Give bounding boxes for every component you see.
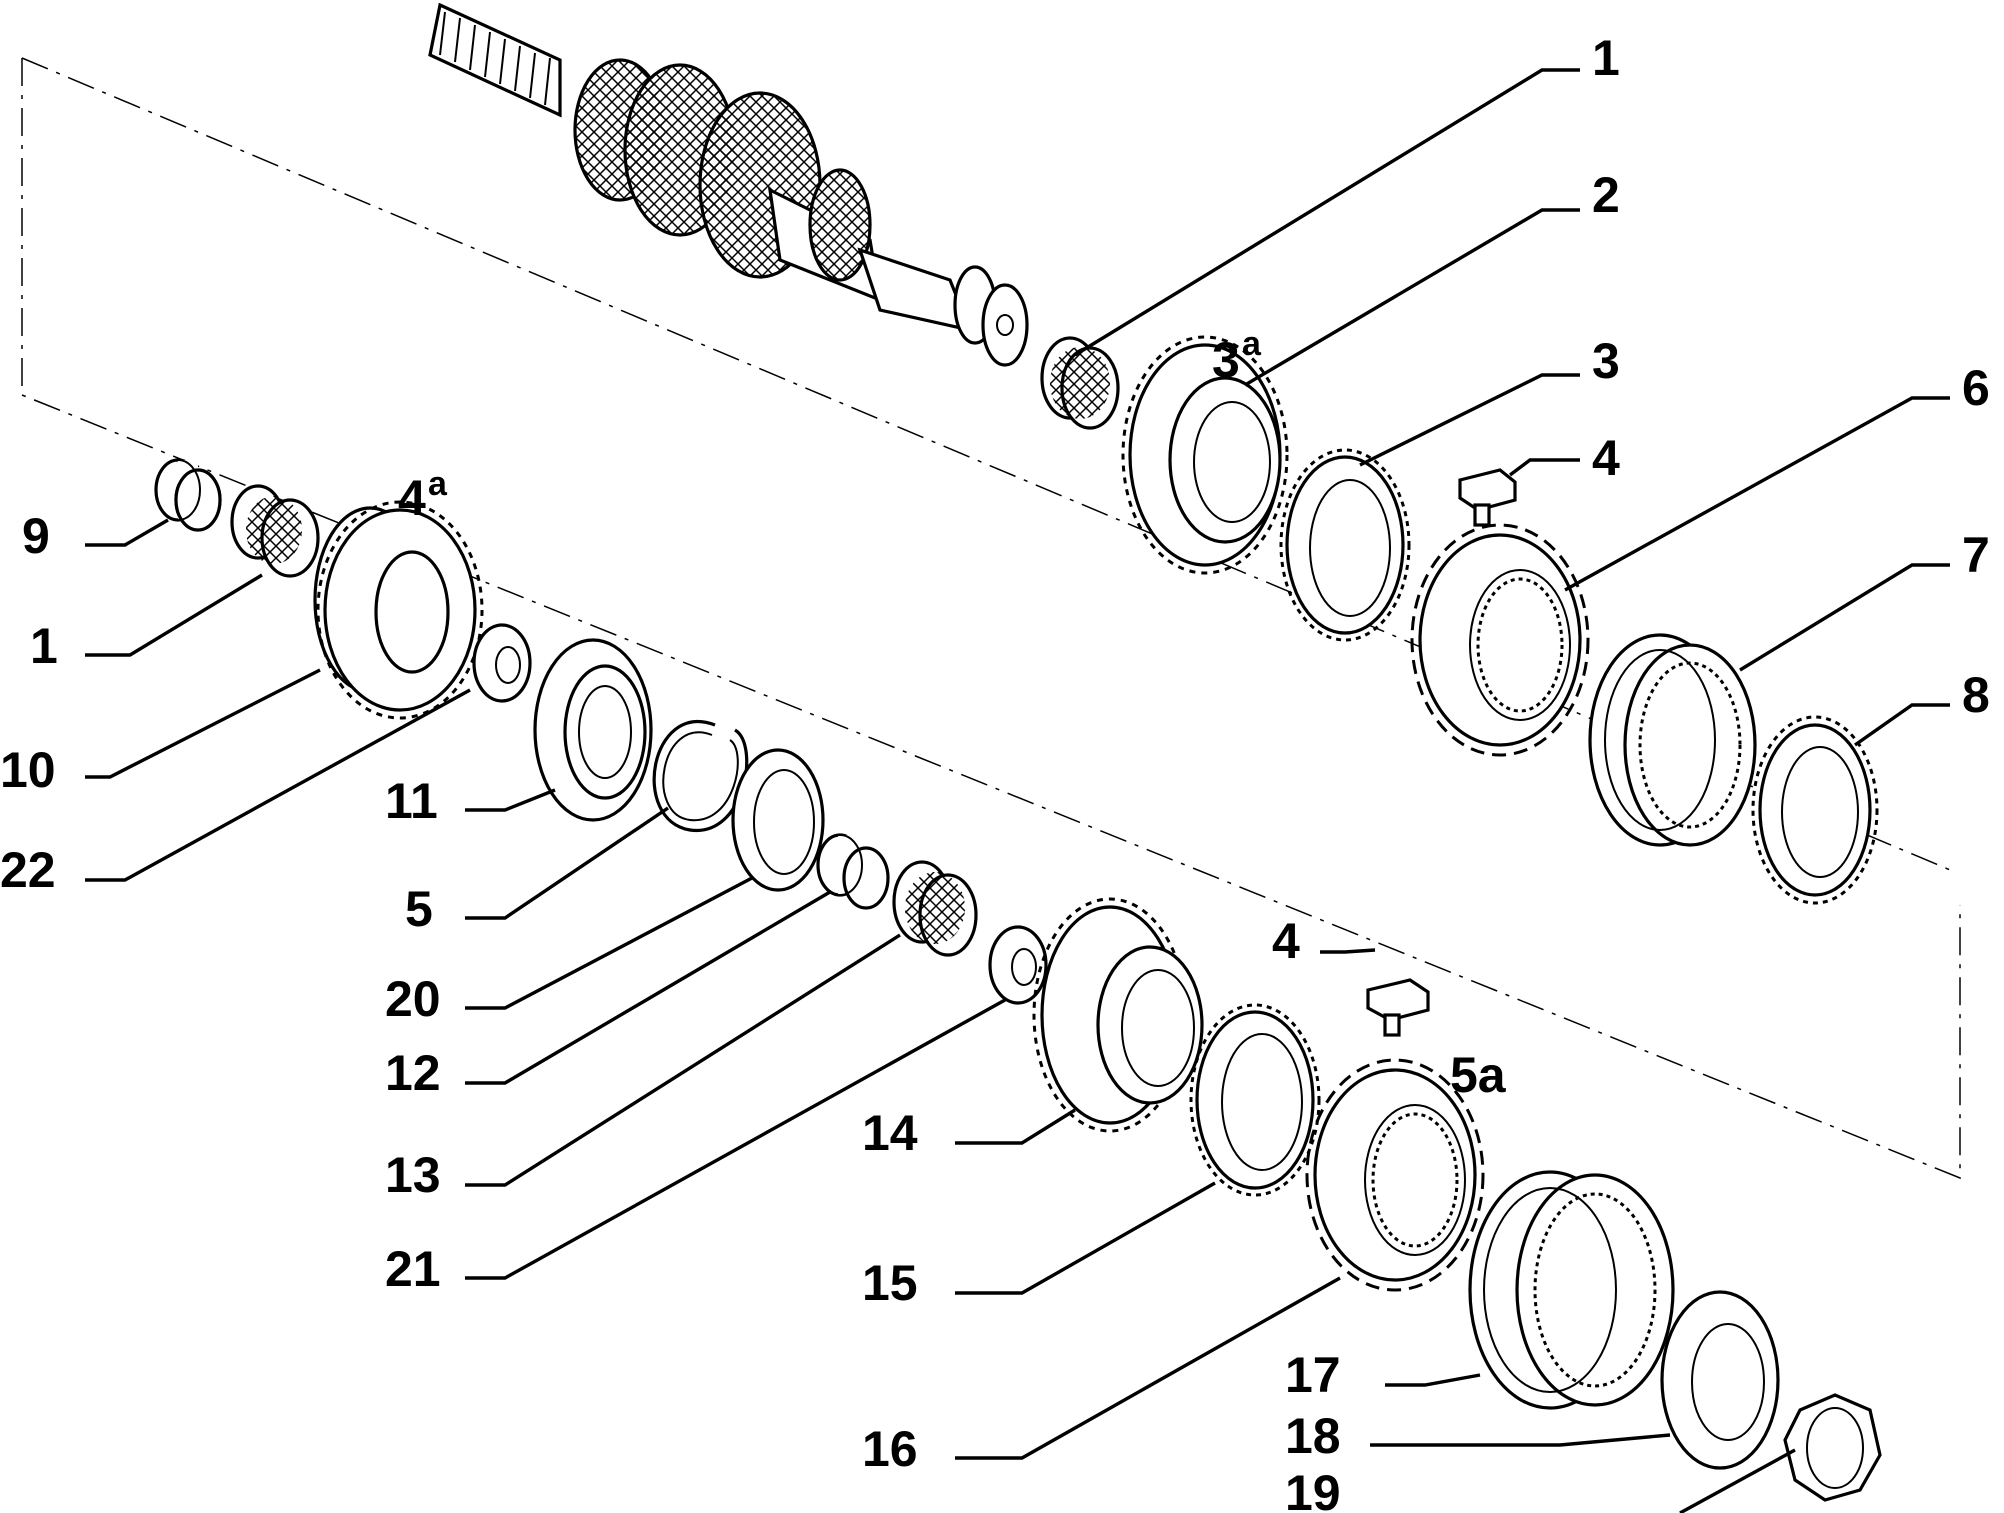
callout-labels: 1 2 3 a 3 4 6 7 8 9 1 4 a 10 22 11 5 20 … bbox=[0, 30, 1990, 1513]
callout-19: 19 bbox=[1285, 1465, 1341, 1513]
callout-8: 8 bbox=[1962, 667, 1990, 723]
needle-bearing-left bbox=[230, 484, 320, 578]
synchro-ring-15 bbox=[1189, 1003, 1321, 1197]
callout-13: 13 bbox=[385, 1147, 441, 1203]
callout-10: 10 bbox=[0, 742, 56, 798]
sliding-sleeve-17 bbox=[1468, 1170, 1675, 1410]
synchro-ring-8 bbox=[1751, 715, 1879, 905]
spacer-bushing-12 bbox=[816, 833, 890, 910]
callout-20: 20 bbox=[385, 971, 441, 1027]
callout-6: 6 bbox=[1962, 360, 1990, 416]
synchro-hub-6 bbox=[1410, 523, 1590, 757]
callout-16: 16 bbox=[862, 1421, 918, 1477]
callout-2: 2 bbox=[1592, 167, 1620, 223]
callout-11: 11 bbox=[385, 773, 438, 829]
callout-3: 3 bbox=[1592, 333, 1620, 389]
gear-4a bbox=[313, 500, 484, 720]
callout-12: 12 bbox=[385, 1045, 441, 1101]
callout-5: 5 bbox=[405, 881, 433, 937]
assembly-axis-lines bbox=[21, 57, 1961, 1180]
sliding-sleeve-7 bbox=[1588, 633, 1757, 847]
nut-19 bbox=[1783, 1393, 1882, 1502]
thrust-washer-22 bbox=[472, 623, 532, 703]
synchro-ring-3 bbox=[1279, 448, 1411, 642]
callout-4-mid: 4 bbox=[1272, 913, 1300, 969]
callout-7: 7 bbox=[1962, 527, 1990, 583]
gear-3a bbox=[1121, 335, 1289, 575]
lock-plate-18 bbox=[1660, 1290, 1780, 1470]
callout-17: 17 bbox=[1285, 1347, 1341, 1403]
needle-bearing-13 bbox=[892, 860, 978, 957]
slider-key-mid bbox=[1366, 978, 1430, 1037]
synchro-hub-16 bbox=[1305, 1058, 1485, 1292]
spacer-bushing-9 bbox=[154, 458, 222, 532]
gear-14 bbox=[1032, 897, 1204, 1133]
callout-15: 15 bbox=[862, 1255, 918, 1311]
ball-bearing-11 bbox=[533, 638, 653, 822]
retaining-plate-20 bbox=[731, 748, 825, 892]
callout-14: 14 bbox=[862, 1105, 918, 1161]
callout-21: 21 bbox=[385, 1241, 441, 1297]
leader-lines bbox=[85, 68, 1950, 1513]
callout-3a: 3 bbox=[1212, 332, 1240, 388]
callout-4a: 4 bbox=[398, 470, 426, 526]
callout-3a-superscript: a bbox=[1242, 325, 1262, 363]
callout-9: 9 bbox=[22, 508, 50, 564]
callout-1-left: 1 bbox=[30, 618, 58, 674]
needle-bearing-top bbox=[1040, 336, 1120, 430]
callout-18: 18 bbox=[1285, 1408, 1341, 1464]
main-shaft bbox=[428, 2, 1029, 367]
thrust-washer-21 bbox=[988, 925, 1048, 1005]
slider-key-top bbox=[1458, 468, 1517, 527]
callout-5a: 5a bbox=[1450, 1047, 1507, 1103]
callout-22: 22 bbox=[0, 842, 56, 898]
callout-1-top: 1 bbox=[1592, 30, 1620, 86]
snap-ring-5 bbox=[652, 720, 749, 832]
callout-4-top: 4 bbox=[1592, 430, 1620, 486]
callout-4a-superscript: a bbox=[428, 465, 448, 503]
